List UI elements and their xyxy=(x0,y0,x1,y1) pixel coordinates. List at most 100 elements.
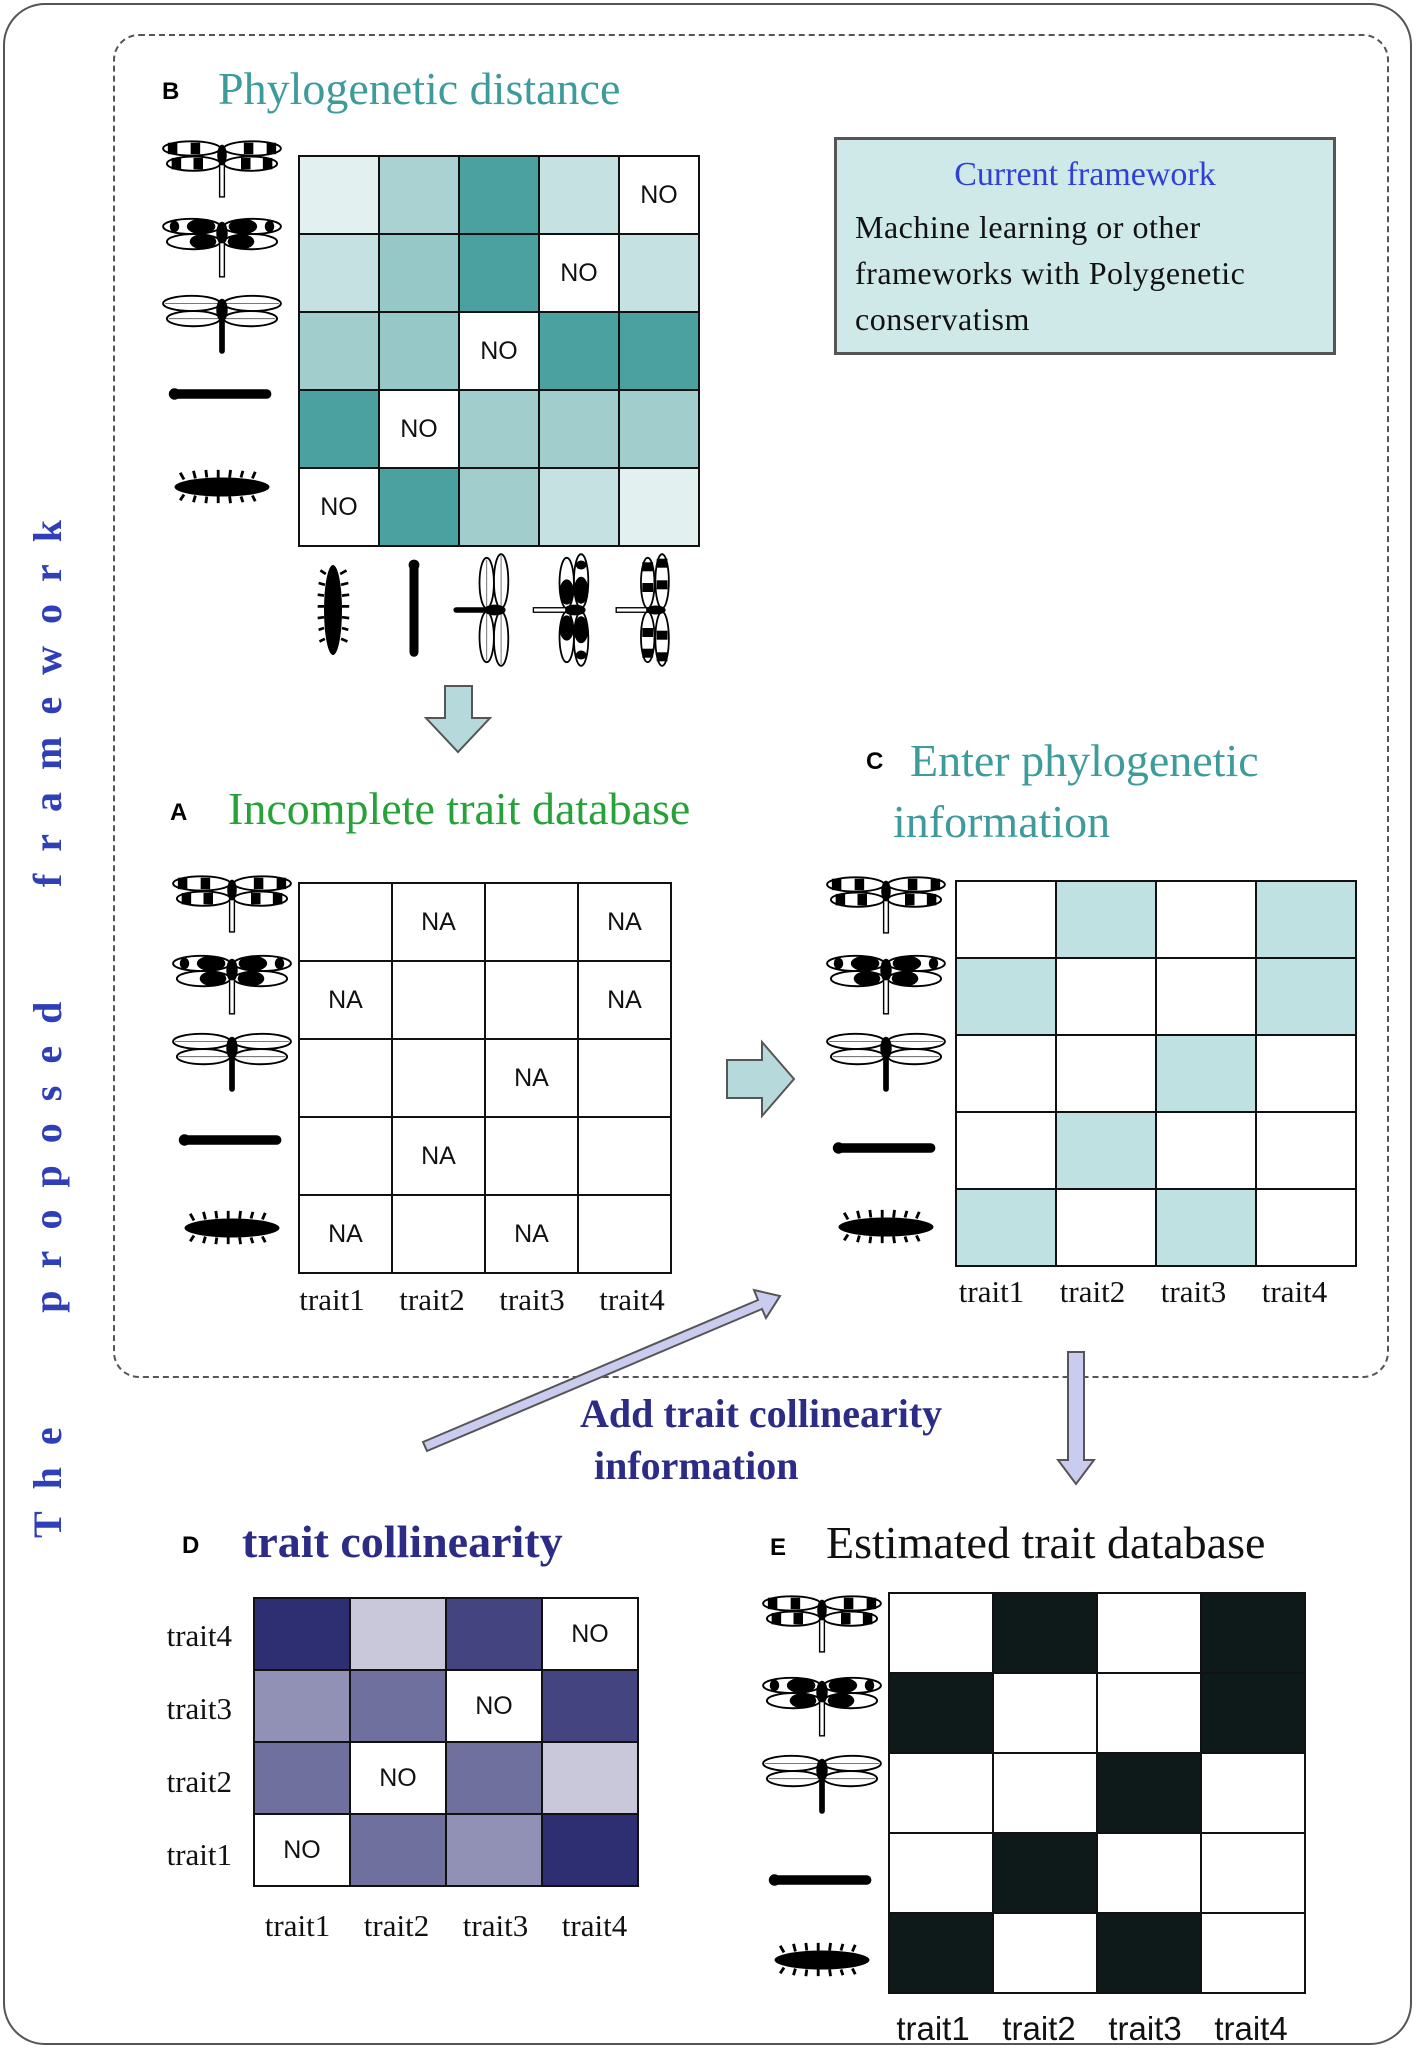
dragonfly-clear-icon xyxy=(452,553,510,667)
current-framework-line-1: Machine learning or other xyxy=(855,209,1201,245)
dragonfly-spotted-icon xyxy=(172,875,292,933)
larva-icon xyxy=(173,468,271,505)
larva-icon xyxy=(773,1941,871,1978)
phylo-cell xyxy=(1057,959,1157,1036)
panel-d-row-label: trait3 xyxy=(166,1691,232,1726)
trait-cell: NA xyxy=(300,962,393,1040)
panel-e-column-label: trait4 xyxy=(1214,2010,1288,2047)
panel-d-column-label: trait4 xyxy=(561,1908,628,1943)
current-framework-line-3: conservatism xyxy=(855,301,1030,337)
worm-icon xyxy=(178,1134,282,1146)
phylo-cell xyxy=(1057,1036,1157,1113)
estimated-trait-matrix xyxy=(888,1592,1306,1994)
dragonfly-dark-icon xyxy=(762,1676,882,1737)
trait-cell xyxy=(300,1118,393,1196)
trait-cell xyxy=(579,1196,672,1274)
trait-cell: NA xyxy=(300,1196,393,1274)
trait-cell xyxy=(579,1118,672,1196)
panel-d-title: trait collinearity xyxy=(242,1516,563,1567)
distance-cell: NO xyxy=(620,157,700,235)
distance-cell xyxy=(300,157,380,235)
panel-c-column-label: trait2 xyxy=(1059,1274,1126,1309)
collinearity-cell xyxy=(447,1815,543,1887)
distance-cell: NO xyxy=(540,235,620,313)
collinearity-cell: NO xyxy=(543,1599,639,1671)
dragonfly-clear-icon xyxy=(826,1032,946,1093)
dragonfly-spotted-icon xyxy=(162,140,282,198)
trait-cell xyxy=(486,1118,579,1196)
panel-a-column-label: trait4 xyxy=(599,1282,665,1317)
collinearity-cell xyxy=(543,1743,639,1815)
phylogenetic-filled-matrix xyxy=(955,880,1357,1267)
phylo-cell xyxy=(957,1190,1057,1267)
estimated-cell xyxy=(1098,1834,1202,1914)
trait-cell xyxy=(579,1040,672,1118)
phylo-cell xyxy=(957,959,1057,1036)
panel-c-column-label: trait3 xyxy=(1160,1274,1227,1309)
estimated-cell xyxy=(994,1834,1098,1914)
phylo-cell xyxy=(1157,959,1257,1036)
phylo-cell xyxy=(1157,882,1257,959)
distance-cell xyxy=(460,235,540,313)
phylo-cell xyxy=(1157,1036,1257,1113)
outer-frame xyxy=(3,3,1412,2045)
panel-b-title: Phylogenetic distance xyxy=(218,63,621,114)
phylo-cell xyxy=(1257,1113,1357,1190)
worm-icon xyxy=(768,1874,872,1886)
panel-c-title-line-1: Enter phylogenetic xyxy=(910,735,1259,786)
panel-e-column-label: trait3 xyxy=(1108,2010,1182,2047)
estimated-cell xyxy=(1202,1674,1306,1754)
distance-cell xyxy=(540,391,620,469)
arrow-right-a-to-c xyxy=(726,1039,796,1119)
phylo-cell xyxy=(1057,882,1157,959)
estimated-cell xyxy=(890,1914,994,1994)
dragonfly-spotted-icon xyxy=(615,553,670,667)
worm-icon xyxy=(832,1142,936,1154)
trait-cell: NA xyxy=(393,1118,486,1196)
panel-d-row-label: trait1 xyxy=(166,1837,232,1872)
estimated-cell xyxy=(1202,1914,1306,1994)
collinearity-cell xyxy=(447,1743,543,1815)
estimated-cell xyxy=(994,1914,1098,1994)
estimated-cell xyxy=(994,1754,1098,1834)
trait-cell xyxy=(486,884,579,962)
panel-a-letter: A xyxy=(170,799,188,826)
collinearity-cell xyxy=(447,1599,543,1671)
estimated-cell xyxy=(890,1594,994,1674)
distance-cell xyxy=(380,313,460,391)
collinearity-cell xyxy=(351,1815,447,1887)
phylo-cell xyxy=(957,1036,1057,1113)
collinearity-cell xyxy=(543,1671,639,1743)
panel-e-letter: E xyxy=(770,1534,787,1561)
trait-cell xyxy=(300,1040,393,1118)
add-collinearity-label-line-2: information xyxy=(594,1443,799,1488)
distance-cell xyxy=(380,157,460,235)
estimated-cell xyxy=(994,1594,1098,1674)
collinearity-cell xyxy=(543,1815,639,1887)
trait-cell: NA xyxy=(579,884,672,962)
trait-cell: NA xyxy=(486,1196,579,1274)
estimated-cell xyxy=(1098,1914,1202,1994)
phylo-cell xyxy=(1157,1190,1257,1267)
phylo-cell xyxy=(1057,1190,1157,1267)
collinearity-cell xyxy=(351,1671,447,1743)
panel-a-column-label: trait1 xyxy=(299,1282,365,1317)
phylo-cell xyxy=(957,882,1057,959)
current-framework-line-2: frameworks with Polygenetic xyxy=(855,255,1246,291)
panel-a-title: Incomplete trait database xyxy=(228,783,691,834)
distance-cell: NO xyxy=(380,391,460,469)
panel-a-column-label: trait3 xyxy=(499,1282,565,1317)
distance-cell xyxy=(460,391,540,469)
trait-cell: NA xyxy=(579,962,672,1040)
trait-cell xyxy=(486,962,579,1040)
phylo-cell xyxy=(1157,1113,1257,1190)
distance-cell xyxy=(620,313,700,391)
phylo-cell xyxy=(1257,1190,1357,1267)
dragonfly-clear-icon xyxy=(162,294,282,355)
collinearity-cell: NO xyxy=(351,1743,447,1815)
panel-c-column-label: trait1 xyxy=(958,1274,1025,1309)
distance-cell xyxy=(620,235,700,313)
distance-cell: NO xyxy=(300,469,380,547)
